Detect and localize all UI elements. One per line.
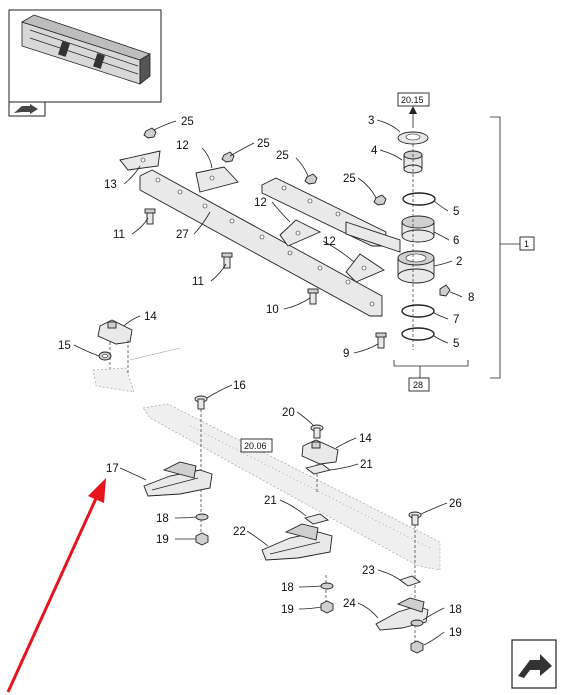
callout-4: 4: [371, 145, 378, 157]
red-arrow-pointer: [6, 478, 106, 693]
callout-22: 22: [233, 526, 246, 538]
callouts: 25 25 12 13 25 25 12 11 27 12 11 10 9 3 …: [58, 115, 474, 639]
callout-9: 9: [343, 348, 349, 360]
fitting-8: [439, 284, 451, 297]
guard-17: [143, 461, 213, 497]
nut-19-left: [195, 532, 209, 546]
callout-27: 27: [176, 229, 189, 241]
ref-box-1[interactable]: 1: [519, 236, 535, 251]
plate-13: [119, 150, 161, 171]
nut-25a: [143, 127, 157, 139]
bearing-6: [401, 215, 435, 243]
ring-5-top: [402, 192, 436, 206]
spacer-21-mid: [303, 513, 330, 525]
clip-23: [399, 575, 421, 587]
callout-14b: 14: [359, 433, 372, 445]
nut-19-right: [410, 640, 424, 654]
ring-5-bottom: [401, 327, 435, 341]
svg-text:20.15: 20.15: [401, 95, 424, 105]
leader-lines: [73, 119, 463, 646]
callout-25a: 25: [181, 116, 194, 128]
bolt-10: [307, 288, 319, 305]
callout-21a: 21: [360, 459, 373, 471]
callout-8: 8: [468, 292, 474, 304]
clip-14-right: [301, 439, 339, 465]
ref-box-2006[interactable]: 20.06: [240, 438, 273, 453]
ring-7: [401, 304, 435, 318]
header-thumbnail: [8, 9, 162, 103]
callout-11a: 11: [113, 229, 125, 241]
callout-18b: 18: [281, 582, 294, 594]
callout-11b: 11: [192, 276, 204, 288]
callout-24: 24: [343, 598, 356, 610]
callout-16: 16: [233, 380, 246, 392]
callout-15: 15: [58, 340, 71, 352]
view-arrow-icon: [8, 101, 46, 117]
ref-box-2015[interactable]: 20.15: [397, 92, 430, 107]
callout-13: 13: [104, 179, 117, 191]
callout-21b: 21: [264, 495, 277, 507]
callout-7: 7: [453, 314, 459, 326]
nut-19-mid: [320, 600, 334, 614]
washer-18-left: [195, 513, 209, 521]
bolt-26: [408, 511, 422, 526]
knife-bar-27: [139, 169, 383, 317]
bolt-9: [375, 332, 387, 349]
nut-25b: [221, 151, 235, 163]
callout-19b: 19: [281, 604, 294, 616]
callout-25d: 25: [343, 173, 356, 185]
callout-5b: 5: [453, 338, 459, 350]
washer-18-mid: [320, 582, 334, 590]
washer-18-right: [410, 619, 424, 627]
callout-19c: 19: [449, 627, 462, 639]
group-bracket: [490, 116, 501, 379]
callout-23: 23: [362, 565, 375, 577]
nut-25d: [373, 194, 387, 206]
bolt-20: [310, 424, 324, 439]
housing-2: [397, 250, 435, 284]
callout-20: 20: [282, 407, 295, 419]
svg-text:1: 1: [524, 239, 529, 249]
callout-25c: 25: [276, 150, 289, 162]
callout-2: 2: [456, 256, 462, 268]
bolt-16: [194, 395, 208, 410]
seal-3: [397, 131, 429, 145]
clip-14-left: [97, 319, 133, 345]
callout-17: 17: [106, 463, 119, 475]
callout-5a: 5: [453, 206, 459, 218]
callout-6: 6: [453, 235, 459, 247]
callout-18c: 18: [449, 604, 462, 616]
washer-15: [98, 351, 112, 361]
svg-text:28: 28: [413, 380, 423, 390]
knife-strip: [142, 403, 441, 571]
callout-12c: 12: [323, 236, 336, 248]
plate-12-top: [195, 166, 239, 193]
callout-10: 10: [266, 304, 279, 316]
callout-14a: 14: [144, 311, 157, 323]
callout-19a: 19: [156, 534, 169, 546]
callout-26: 26: [449, 498, 462, 510]
callout-25b: 25: [257, 138, 270, 150]
callout-18a: 18: [156, 513, 169, 525]
next-page-icon[interactable]: [511, 639, 557, 689]
nut-25c: [304, 173, 318, 185]
bolt-11b: [221, 252, 233, 269]
guard-22: [261, 523, 333, 561]
svg-text:20.06: 20.06: [244, 441, 267, 451]
bolt-11a: [144, 208, 156, 225]
callout-12a: 12: [176, 140, 189, 152]
callout-12b: 12: [254, 197, 267, 209]
ref-box-28[interactable]: 28: [408, 377, 430, 392]
spacer-21-top: [304, 463, 332, 475]
callout-3: 3: [368, 115, 374, 127]
